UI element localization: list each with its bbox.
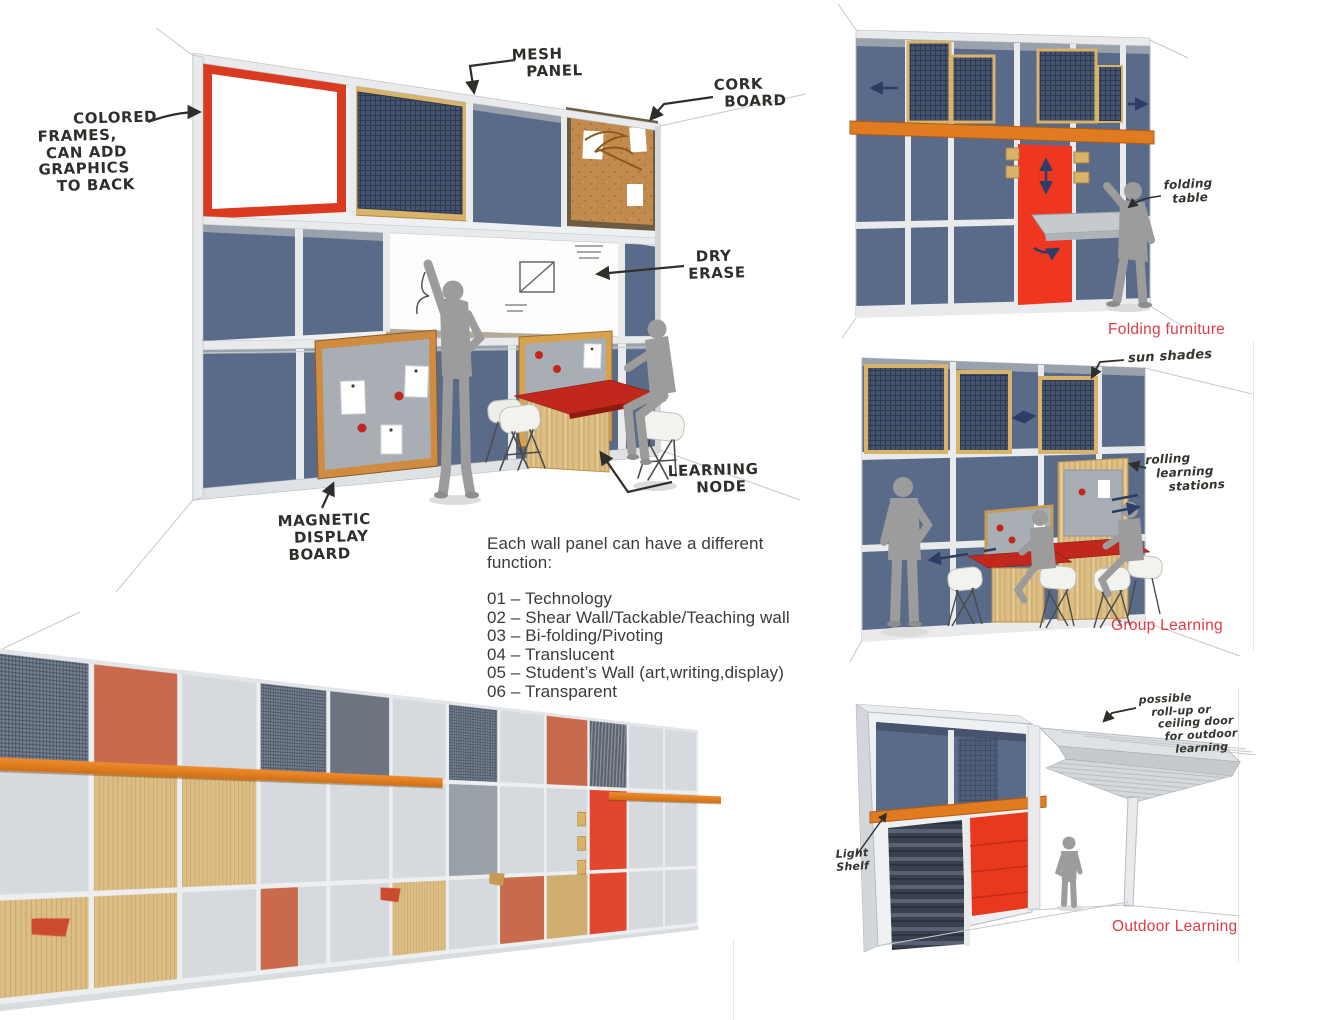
red-framed-panel [203,62,346,219]
red-folding-panel [1005,144,1133,305]
wall-bay [500,710,547,949]
annotation-colored-frames: COLORED FRAMES, CAN ADD GRAPHICS TO BACK [37,107,158,196]
dry-erase-board [385,228,621,343]
annotation-cork-board: CORK BOARD [713,74,787,111]
wall-bay [589,720,629,939]
room-lines [837,3,1193,339]
standing-writer-figure [423,259,485,505]
annotation-folding-table: folding table [1163,175,1213,206]
cork-board-panel [566,107,658,231]
wall-bay [330,691,393,968]
group-learning-drawing [849,357,1253,663]
caption-outdoor-learning: Outdoor Learning [1112,918,1238,935]
louver-panel [888,820,966,950]
wall-bay [260,683,331,976]
mesh-panel [351,83,469,222]
folding-furniture-drawing [837,3,1193,339]
annotation-arrows [147,58,714,509]
caption-group-learning: Group Learning [1111,617,1223,634]
wall-bay [449,704,501,954]
wall-bay [628,725,665,934]
annotation-light-shelf: Light Shelf [835,846,870,874]
annotation-rolling-stations: rolling learning stations [1144,450,1226,494]
wall-bay [546,715,590,943]
annotation-learning-node: LEARNING NODE [667,459,759,497]
seated-figure [623,319,677,491]
wall-bay [392,698,450,961]
group-standing-figure [880,477,933,637]
sun-shade-panels [864,364,1098,454]
wall-bay [0,653,95,1005]
wood-shelf-box [577,859,586,875]
chairs [947,554,1163,629]
mesh-screens [906,40,1123,124]
learning-node [513,330,666,473]
annotation-dry-erase: DRY ERASE [687,246,746,283]
scan-divider [1253,342,1254,650]
blue-panel-top [473,102,561,227]
wall-bay [182,674,261,984]
folding-figure [1103,182,1155,312]
wall-bay [664,729,699,930]
scan-divider [733,940,734,1020]
scan-divider [1238,688,1239,962]
wood-shelf-box [577,835,586,851]
annotation-mesh-panel: MESH PANEL [511,44,584,81]
outdoor-learning-drawing [854,703,1257,953]
main-wall-drawing [0,27,807,651]
light-shelf [869,795,1047,824]
orange-shelf [849,120,1155,145]
perspective-lines [0,27,807,651]
annotation-magnetic-board: MAGNETIC DISPLAY BOARD [277,509,372,564]
magnetic-display-board [314,329,439,480]
wood-shelf-box [577,811,586,827]
outdoor-figure [1054,836,1084,911]
caption-folding-furniture: Folding furniture [1108,321,1226,338]
red-door-panel [970,812,1028,916]
group-seated-figures [1013,502,1144,604]
function-list: Each wall panel can have a different fun… [487,534,790,701]
rollup-canopy [1038,727,1257,907]
wall-bay [94,664,183,994]
annotation-rollup-door: possible roll-up or ceiling door for out… [1138,690,1238,756]
chairs [485,398,685,481]
